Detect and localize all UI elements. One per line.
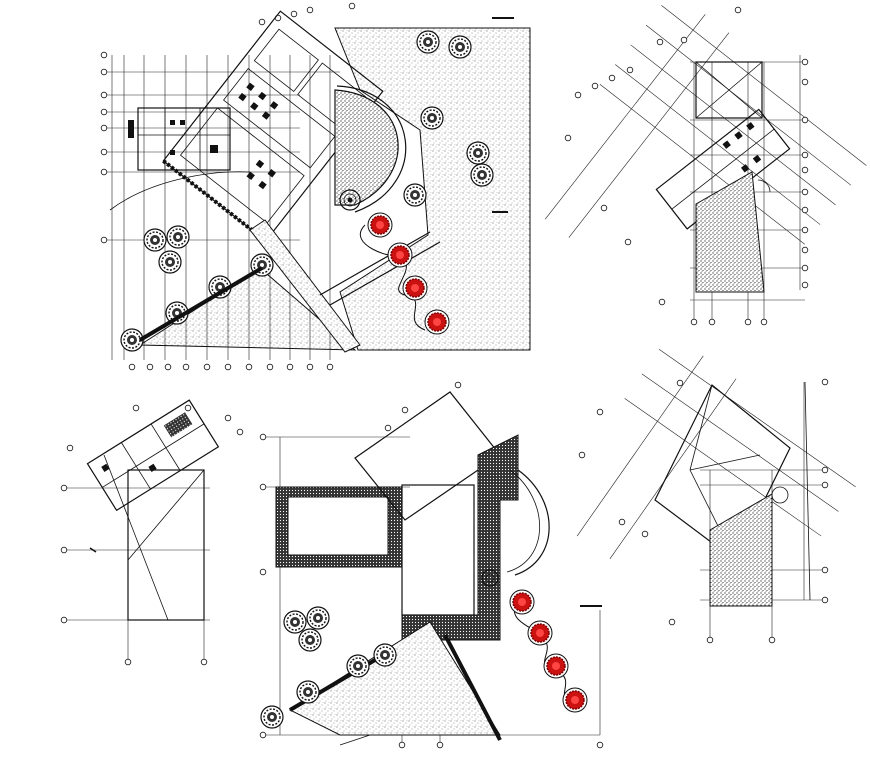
red-tree-4 [424, 309, 450, 335]
fountain-circle [339, 189, 361, 211]
floor-plan-bottom-left [60, 399, 244, 666]
path-edge-2 [329, 241, 441, 306]
red-tree-5 [509, 589, 535, 615]
landscape-stipple-area [334, 27, 531, 351]
tree-icon [403, 183, 427, 207]
red-tree-7 [543, 653, 569, 679]
red-tree-1 [367, 212, 393, 238]
curved-lawn [334, 89, 399, 206]
building-floor-plan-rotated [162, 10, 384, 243]
red-tree-3 [402, 275, 428, 301]
roof-plan-bottom-right [576, 349, 856, 644]
tree-icon [120, 328, 144, 352]
diagonal-line [103, 454, 169, 621]
grid-lines-horizontal [104, 71, 340, 241]
hedge-line [138, 266, 264, 342]
serpentine-path [359, 224, 426, 331]
lawn-edge-curve [336, 85, 407, 213]
tree-icon [283, 610, 307, 634]
floor-plan-outline [127, 469, 205, 621]
floor-plan-block-left [128, 107, 231, 171]
break-mark [89, 547, 97, 553]
paved-area-stipple-2 [709, 493, 773, 607]
tree-icon [373, 643, 397, 667]
serpentine-path-2 [513, 599, 576, 703]
dimension-tick [339, 734, 371, 746]
tree-icon [158, 250, 182, 274]
road-curve [109, 171, 251, 211]
diagonal-wall [443, 634, 502, 741]
diagonal-line [127, 469, 205, 561]
curved-arc-edge [514, 469, 550, 576]
tree-icon [306, 606, 330, 630]
floor-plan-rotated-rooms [86, 399, 220, 512]
pool-hatched-frame [275, 486, 403, 568]
red-tree-2 [387, 242, 413, 268]
roof-square-hip [695, 61, 763, 119]
paved-area-stipple [695, 171, 765, 293]
red-tree-6 [527, 620, 553, 646]
roof-plan-top-right [544, 5, 867, 326]
tree-icon [470, 163, 494, 187]
l-shaped-wall [401, 434, 519, 641]
grid-bubbles-top-rotated [258, 2, 356, 26]
site-plan-top-left [100, 2, 531, 371]
site-plan-bottom-center [259, 381, 604, 749]
curved-arc-inner [506, 469, 540, 573]
fountain-circle-2 [481, 569, 499, 587]
path-edge [319, 231, 431, 296]
grid-bubbles-floor-plan [60, 404, 244, 666]
red-tree-8 [562, 687, 588, 713]
grid-bubbles-bottom [128, 363, 334, 371]
tree-icon [346, 654, 370, 678]
tree-icon [416, 30, 440, 54]
tree-icon [166, 225, 190, 249]
walkway-strip [249, 219, 361, 353]
tree-icon [466, 141, 490, 165]
tree-icon [448, 35, 472, 59]
tree-icon [143, 228, 167, 252]
door-swing-arc [757, 179, 771, 193]
tree-icon [260, 705, 284, 729]
tree-icon [296, 680, 320, 704]
grid-bubbles-left [100, 51, 108, 244]
boundary-line [804, 381, 811, 601]
tree-icon [298, 628, 322, 652]
round-element [771, 486, 789, 504]
tree-icon [420, 106, 444, 130]
